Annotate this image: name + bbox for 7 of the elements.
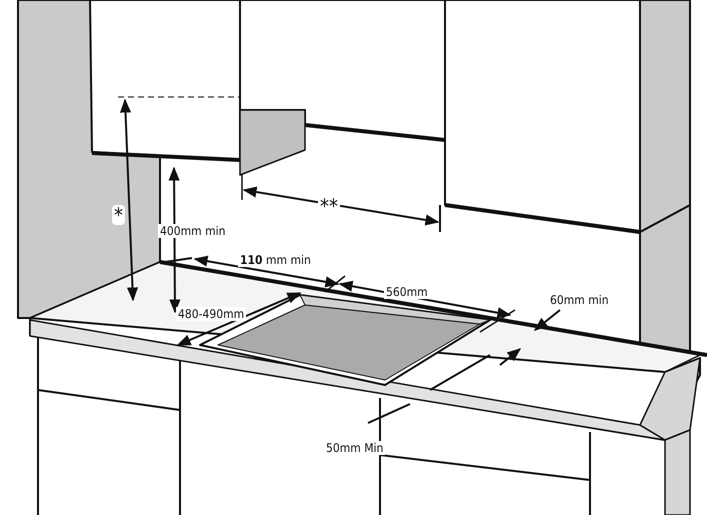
dimension-label: 60mm min — [548, 293, 611, 307]
dimension-label: 560mm — [384, 285, 430, 299]
dimension-label: 50mm Min — [324, 441, 386, 455]
dimension-label: 400mm min — [158, 224, 228, 238]
dimension-label: 110 mm min — [238, 253, 313, 267]
dimension-label: * — [112, 205, 125, 225]
dimension-label: 480-490mm — [176, 307, 246, 321]
